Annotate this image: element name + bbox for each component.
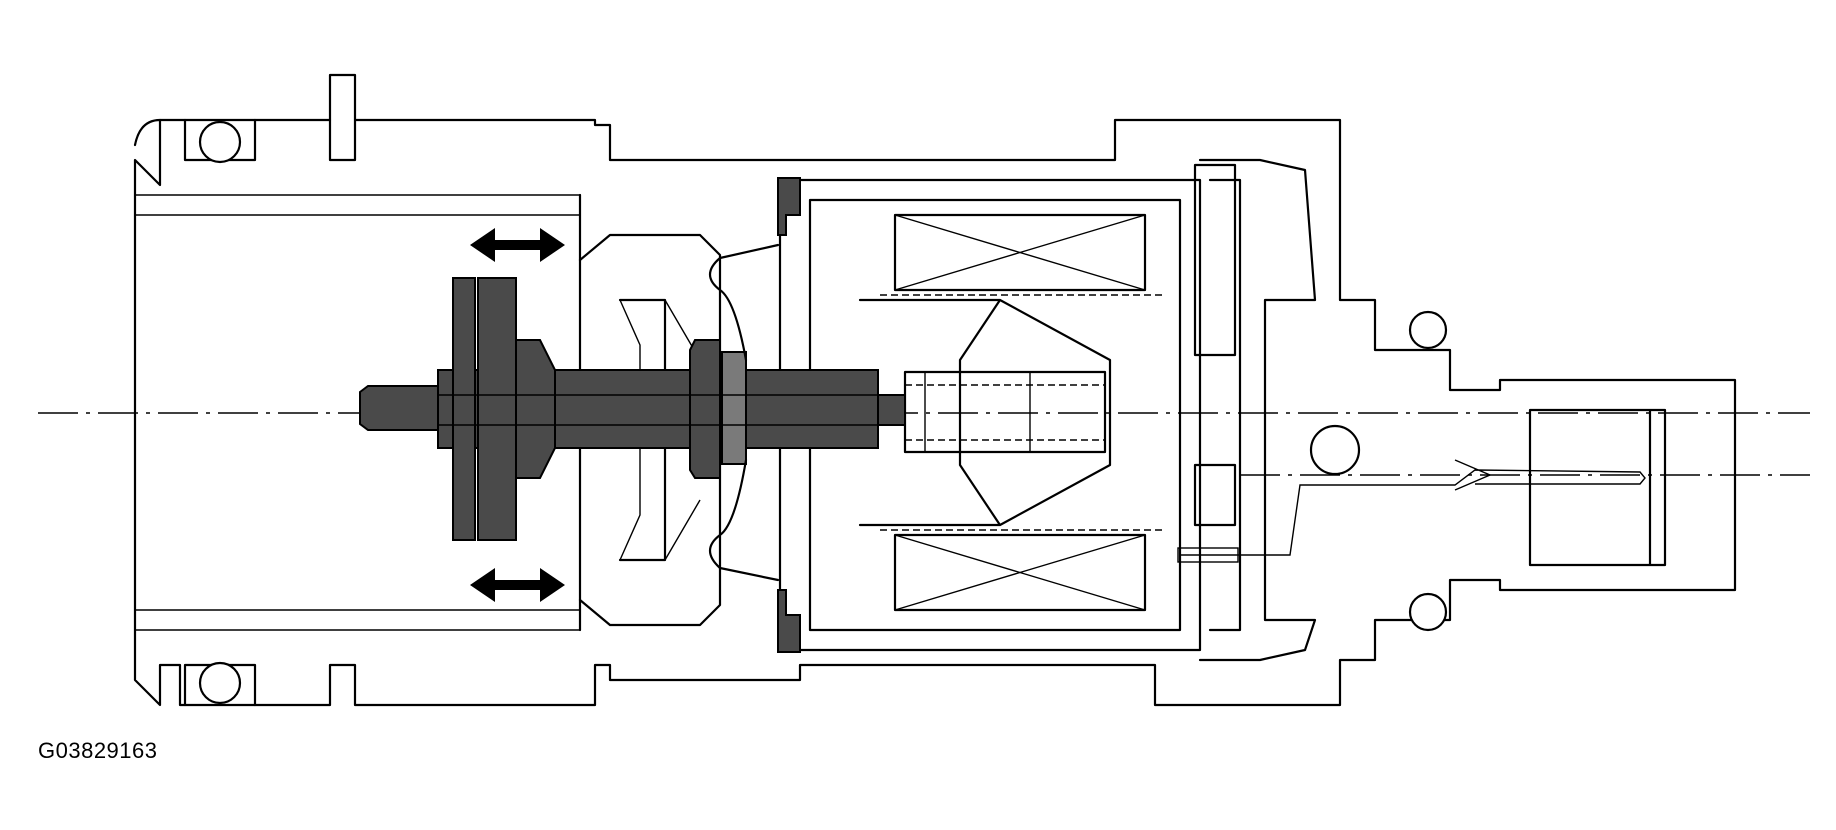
armature [903,370,1107,454]
connector-tab [1177,547,1239,563]
upper-double-arrow [470,228,565,262]
check-ball [1309,424,1361,476]
frame-gasket-bottom [777,589,801,653]
end-cap [1198,158,1317,662]
frame-gasket-top [777,177,801,236]
sensor-pin [1180,459,1646,556]
outer-housing [133,73,1737,707]
upper-coil [880,213,1165,296]
pole-piece [858,298,1112,527]
spool-assembly [359,277,906,541]
figure-id-label: G03829163 [38,738,158,763]
connector-socket [1528,408,1667,567]
housing-top-left-flange [133,118,332,147]
top-left-oring [198,120,242,164]
plate-right [1193,163,1242,632]
coil-frame [778,178,1202,652]
top-right-oring [1408,310,1448,350]
bottom-left-oring [198,661,242,705]
diaphragm [708,243,780,582]
lower-double-arrow [470,568,565,602]
lower-coil [880,529,1165,612]
bottom-right-oring [1408,592,1448,632]
